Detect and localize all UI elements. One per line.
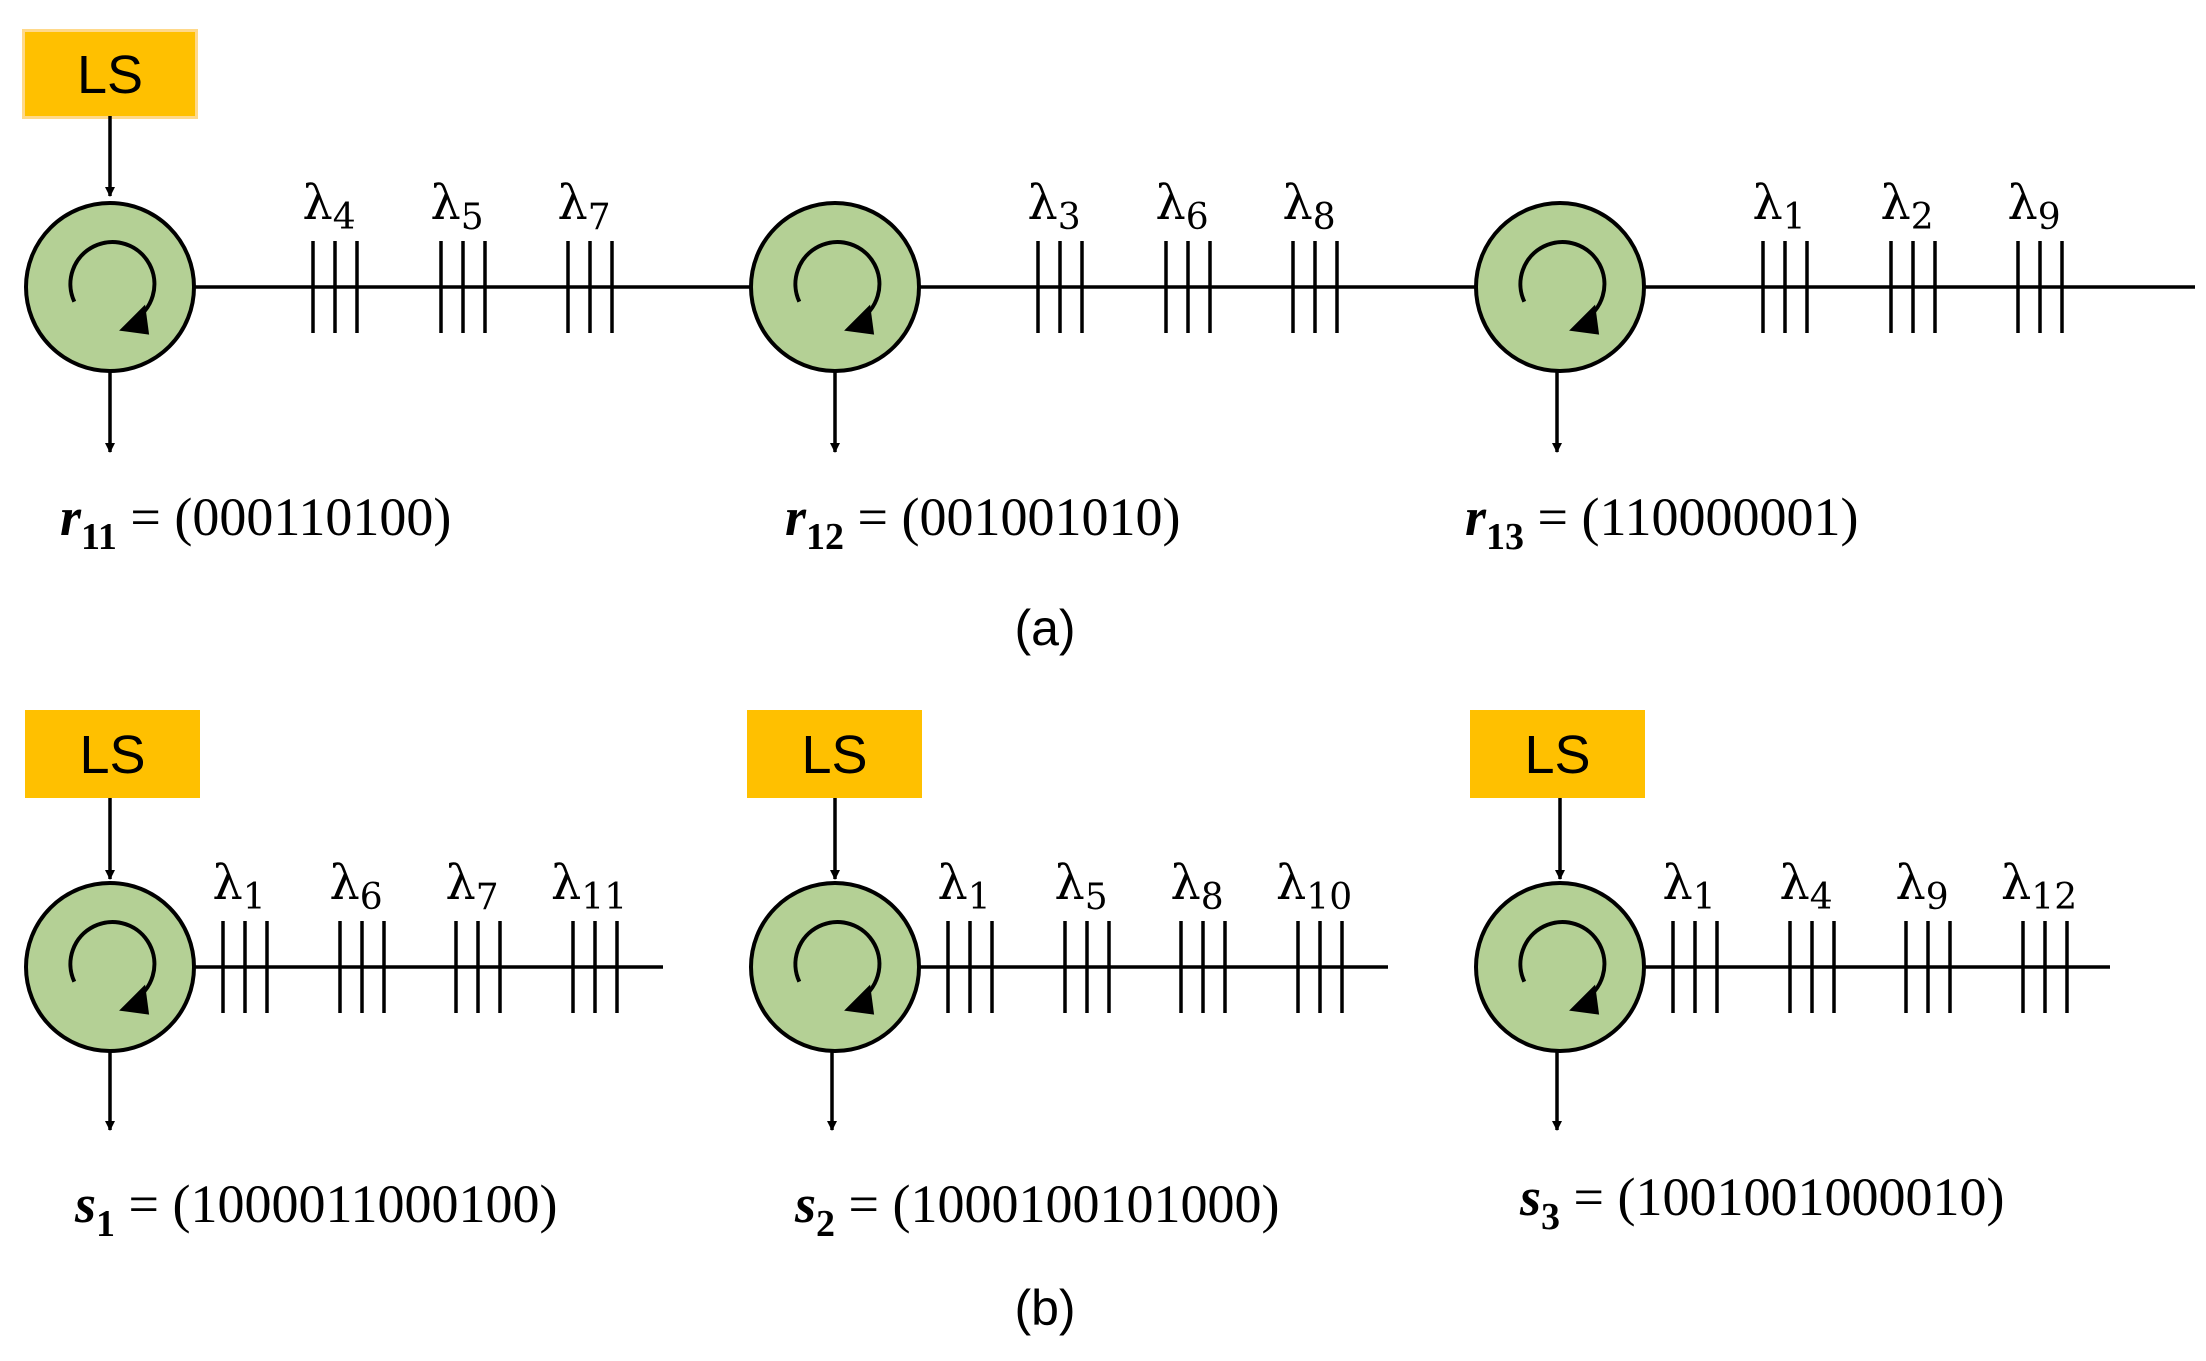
encoder-unit: LS λ1 λ4 λ9 λ12 s3 = (1001001000010) [1470, 710, 2110, 1238]
code-sequence-label: s1 = (1000011000100) [74, 1174, 557, 1245]
fbg-grating-icon: λ4 [302, 175, 359, 333]
optical-circulator [749, 201, 921, 373]
panel-a-serial-encoder: LS λ4 λ5 λ7 r11 = (000110100) λ3 λ6 λ8 r12 = (00… [22, 29, 2195, 558]
wavelength-label: λ1 [937, 855, 990, 918]
circulator-arrow-icon [68, 920, 157, 1015]
circulator-arrow-icon [1518, 920, 1607, 1015]
wavelength-label: λ5 [430, 175, 483, 238]
wavelength-label: λ1 [1752, 175, 1805, 238]
code-sequence-label: s3 = (1001001000010) [1519, 1167, 2004, 1238]
code-sequence-label: r12 = (001001010) [785, 487, 1180, 558]
light-source-label: LS [79, 725, 145, 785]
fbg-grating-icon: λ7 [445, 855, 502, 1013]
light-source-box: LS [25, 710, 200, 798]
fbg-grating-icon: λ8 [1282, 175, 1339, 333]
circulator-arrow-icon [793, 920, 882, 1015]
light-source-box: LS [1470, 710, 1645, 798]
encoder-unit: LS λ1 λ6 λ7 λ11 s1 = (1000011000100) [24, 710, 663, 1245]
wavelength-label: λ1 [212, 855, 265, 918]
fbg-grating-icon: λ11 [551, 855, 627, 1013]
panel-b-parallel-encoders: LS λ1 λ6 λ7 λ11 s1 = (1000011000100) LS λ1 λ5 λ8 λ… [24, 710, 2110, 1245]
fbg-grating-icon: λ5 [430, 175, 487, 333]
fbg-grating-icon: λ4 [1779, 855, 1836, 1013]
optical-circulator [24, 201, 196, 373]
optical-circulator [1474, 881, 1646, 1053]
light-source-rect [25, 32, 195, 116]
fbg-grating-icon: λ1 [1662, 855, 1719, 1013]
circulator-arrow-icon [793, 240, 882, 335]
wavelength-label: λ12 [2001, 855, 2077, 918]
light-source-rect [747, 710, 922, 798]
circulator-arrow-icon [68, 240, 157, 335]
wavelength-label: λ11 [551, 855, 627, 918]
wavelength-label: λ7 [445, 855, 498, 918]
circulator-arrow-icon [1518, 240, 1607, 335]
light-source-label: LS [801, 725, 867, 785]
light-source-rect [25, 710, 200, 798]
fbg-grating-icon: λ5 [1054, 855, 1111, 1013]
fbg-grating-icon: λ1 [1752, 175, 1809, 333]
light-source-rect [1470, 710, 1645, 798]
code-sequence-label: s2 = (1000100101000) [794, 1174, 1279, 1245]
panel-a-caption: (a) [1014, 600, 1075, 656]
wavelength-label: λ6 [1155, 175, 1208, 238]
optical-circulator [749, 881, 921, 1053]
fbg-grating-icon: λ1 [212, 855, 269, 1013]
light-source-label: LS [77, 45, 143, 105]
circulator-body [749, 201, 921, 373]
fbg-grating-icon: λ12 [2001, 855, 2077, 1013]
panel-b-caption: (b) [1014, 1280, 1075, 1336]
fbg-grating-icon: λ3 [1027, 175, 1084, 333]
wavelength-label: λ1 [1662, 855, 1715, 918]
wavelength-label: λ8 [1170, 855, 1223, 918]
wavelength-label: λ4 [302, 175, 355, 238]
wavelength-label: λ2 [1880, 175, 1933, 238]
wavelength-label: λ9 [1895, 855, 1948, 918]
circulator-body [749, 881, 921, 1053]
wavelength-label: λ5 [1054, 855, 1107, 918]
circulator-body [1474, 201, 1646, 373]
fbg-grating-icon: λ8 [1170, 855, 1227, 1013]
circulator-body [1474, 881, 1646, 1053]
code-sequence-label: r13 = (110000001) [1465, 487, 1858, 558]
wavelength-label: λ6 [329, 855, 382, 918]
wavelength-label: λ3 [1027, 175, 1080, 238]
light-source-box: LS [747, 710, 922, 798]
fbg-grating-icon: λ1 [937, 855, 994, 1013]
wavelength-label: λ8 [1282, 175, 1335, 238]
fbg-grating-icon: λ10 [1276, 855, 1352, 1013]
fbg-grating-icon: λ6 [329, 855, 386, 1013]
fbg-grating-icon: λ9 [1895, 855, 1952, 1013]
optical-circulator [24, 881, 196, 1053]
light-source-label: LS [1524, 725, 1590, 785]
encoder-unit: LS λ1 λ5 λ8 λ10 s2 = (1000100101000) [747, 710, 1388, 1245]
wavelength-label: λ4 [1779, 855, 1832, 918]
fbg-grating-icon: λ2 [1880, 175, 1937, 333]
wavelength-label: λ10 [1276, 855, 1352, 918]
fbg-grating-icon: λ6 [1155, 175, 1212, 333]
wavelength-label: λ7 [557, 175, 610, 238]
circulator-body [24, 201, 196, 373]
fbg-grating-icon: λ7 [557, 175, 614, 333]
code-sequence-label: r11 = (000110100) [60, 487, 451, 558]
wavelength-label: λ9 [2007, 175, 2060, 238]
fbg-grating-icon: λ9 [2007, 175, 2064, 333]
light-source-box: LS [22, 29, 198, 119]
circulator-body [24, 881, 196, 1053]
optical-circulator [1474, 201, 1646, 373]
